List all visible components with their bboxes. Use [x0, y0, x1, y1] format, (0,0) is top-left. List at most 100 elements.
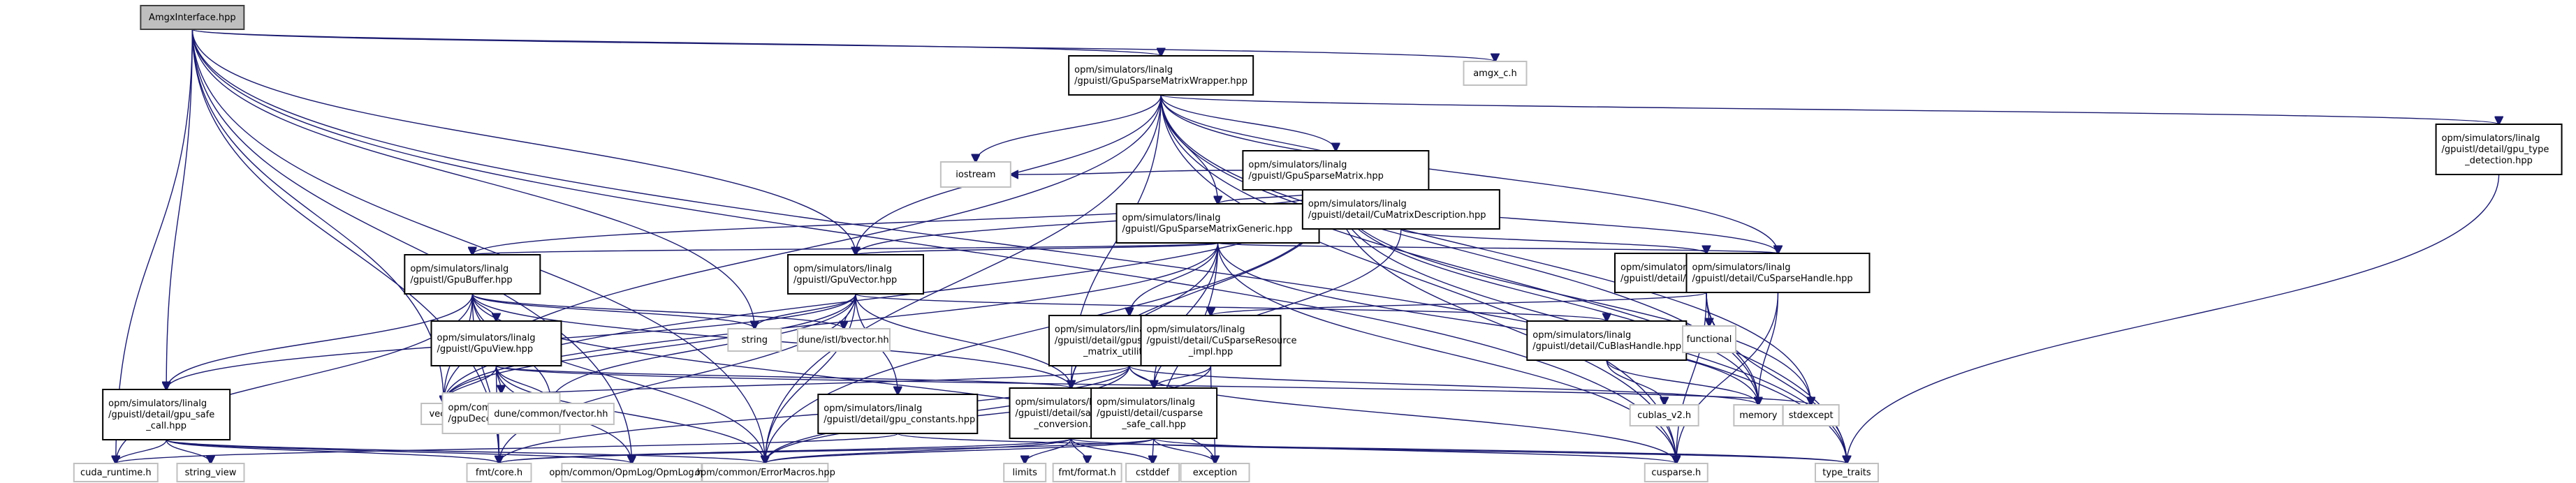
node-label-line: type_traits	[1822, 468, 1871, 478]
node-gpu_view[interactable]: opm/simulators/linalg/gpuistl/GpuView.hp…	[430, 320, 562, 366]
edge-gpu_vector-to-fvector	[551, 293, 856, 403]
edge-sparse_matrix-to-gpu_buffer	[472, 189, 1337, 255]
edge-cusparse_safe_call-to-error_macros	[765, 438, 1155, 463]
node-label-line: opm/simulators/linalg	[1248, 160, 1347, 170]
edge-root-to-vector	[191, 29, 444, 403]
node-label-line: opm/simulators/linalg	[793, 264, 892, 274]
edge-wrapper-to-type_traits	[1160, 94, 1847, 463]
node-cusparse_handle[interactable]: opm/simulators/linalg/gpuistl/detail/CuS…	[1685, 253, 1871, 293]
node-label-line: /gpuistl/GpuView.hpp	[437, 344, 533, 355]
node-gpu_type_detection[interactable]: opm/simulators/linalg/gpuistl/detail/gpu…	[2435, 124, 2563, 175]
node-wrapper[interactable]: opm/simulators/linalg/gpuistl/GpuSparseM…	[1068, 55, 1254, 96]
node-label-line: opm/simulators/linalg	[108, 399, 207, 409]
node-sparse_generic[interactable]: opm/simulators/linalg/gpuistl/GpuSparseM…	[1115, 203, 1320, 244]
node-box	[487, 403, 615, 425]
node-label-line: /gpuistl/detail/gpu_safe	[108, 410, 214, 420]
edge-safe_conversion-to-fmt_format	[1070, 438, 1088, 463]
node-label-line: opm/simulators/linalg	[437, 333, 535, 343]
node-label-line: opm/simulators/linalg	[1532, 330, 1631, 341]
node-label-line: /gpuistl/GpuVector.hpp	[793, 275, 897, 285]
node-label-line: opm/common/OpmLog/OpmLog.hpp	[549, 468, 714, 478]
node-label-line: memory	[1739, 410, 1778, 421]
node-sparse_matrix[interactable]: opm/simulators/linalg/gpuistl/GpuSparseM…	[1242, 150, 1430, 191]
edge-cusparse_safe_call-to-exception	[1153, 438, 1215, 463]
node-label-line: opm/common/ErrorMacros.hpp	[695, 468, 835, 478]
node-box	[1003, 463, 1047, 482]
node-label-line: /gpuistl/detail/gpu_type	[2442, 144, 2549, 155]
node-safe_conversion[interactable]: opm/simulators/linalg/gpuistl/detail/saf…	[1009, 387, 1134, 439]
edge-gpu_safe_call-to-string_view	[166, 439, 210, 463]
node-label-line: AmgxInterface.hpp	[149, 13, 236, 23]
node-gpu_buffer[interactable]: opm/simulators/linalg/gpuistl/GpuBuffer.…	[404, 254, 541, 295]
edge-cusparse_handle-to-cusparse_h	[1676, 292, 1779, 463]
edge-cusparse_resource_impl-to-cusparse_safe_call	[1154, 365, 1212, 388]
edge-safe_conversion-to-limits	[1025, 438, 1072, 463]
node-box	[73, 463, 159, 482]
edge-gpu_buffer-to-string	[471, 293, 754, 329]
node-box	[727, 328, 782, 352]
node-box	[1140, 315, 1282, 366]
node-fvector: dune/common/fvector.hh	[487, 403, 615, 425]
edge-cusparse_safe_call-to-fmt_core	[499, 438, 1155, 463]
node-fmt_core: fmt/core.h	[466, 463, 532, 482]
node-box	[466, 463, 532, 482]
node-label-line: limits	[1013, 468, 1038, 478]
node-box	[2435, 124, 2563, 175]
node-box	[817, 394, 979, 434]
node-cusparse_h: cusparse.h	[1644, 463, 1708, 482]
node-label-line: opm/simulators/linalg	[1097, 397, 1195, 408]
edge-gpusparse_utils-to-memory	[1129, 365, 1758, 405]
node-fmt_format: fmt/format.h	[1052, 463, 1122, 482]
node-label-line: opm/simulators/linalg	[1147, 325, 1245, 335]
node-cusparse_resource_impl[interactable]: opm/simulators/linalg/gpuistl/detail/CuS…	[1140, 315, 1297, 366]
node-box	[430, 320, 562, 366]
node-amgx_c: amgx_c.h	[1463, 61, 1528, 86]
edge-gpu_vector-to-vector	[444, 293, 856, 403]
node-label-line: /gpuistl/detail/gpu_constants.hpp	[824, 415, 975, 425]
edge-gpu_buffer-to-gpu_safe_call	[166, 293, 474, 389]
node-label-line: cstddef	[1136, 468, 1170, 478]
edge-wrapper-to-error_macros	[765, 94, 1162, 463]
node-label-line: /gpuistl/detail/CuMatrixDescription.hpp	[1308, 210, 1486, 221]
node-iostream: iostream	[939, 161, 1011, 188]
edge-root-to-type_traits	[191, 29, 1847, 463]
node-box	[1644, 463, 1708, 482]
edge-cusparse_safe_call-to-cusparse_h	[1153, 438, 1676, 463]
node-label-line: /gpuistl/detail/cusparse	[1097, 408, 1203, 419]
edge-wrapper-to-gpu_type_detection	[1160, 94, 2498, 124]
node-cu_matrix_desc[interactable]: opm/simulators/linalg/gpuistl/detail/CuM…	[1301, 189, 1500, 230]
node-layer: AmgxInterface.hpp opm/simulators/linalg/g…	[73, 5, 2563, 482]
edge-gpu_vector-to-cublas_handle	[855, 293, 1607, 321]
edge-sparse_generic-to-cusparse_handle	[1217, 242, 1778, 253]
node-label-line: /gpuistl/detail/gpusparse	[1055, 336, 1167, 346]
edge-root-to-amgx_c	[191, 29, 1495, 61]
node-label-line: _conversion.hpp	[1033, 419, 1108, 430]
node-label-line: cusparse.h	[1651, 468, 1701, 478]
edge-cublas_handle-to-cublas_v2	[1606, 359, 1664, 405]
node-gpu_constants[interactable]: opm/simulators/linalg/gpuistl/detail/gpu…	[817, 394, 979, 434]
node-root[interactable]: AmgxInterface.hpp	[140, 5, 245, 30]
node-label-line: dune/common/fvector.hh	[494, 409, 608, 419]
node-cublas_handle[interactable]: opm/simulators/linalg/gpuistl/detail/CuB…	[1526, 320, 1688, 361]
node-type_traits: type_traits	[1814, 463, 1879, 482]
node-box	[1090, 387, 1218, 439]
edge-gpu_safe_call-to-error_macros	[166, 439, 765, 463]
node-box	[102, 389, 231, 440]
node-label-line: opm/simulators/linalg	[1016, 397, 1114, 408]
node-label-line: opm/simulators/linalg	[1074, 65, 1173, 75]
node-label-line: /gpuistl/detail/CuSparseResource	[1147, 336, 1297, 346]
node-label-line: opm/simulators/linalg	[2442, 133, 2540, 144]
edge-root-to-cuda_runtime	[116, 29, 193, 463]
edge-root-to-opmlog	[191, 29, 631, 463]
edge-gpu_buffer-to-bvector	[471, 293, 844, 329]
node-stdexcept: stdexcept	[1782, 404, 1840, 426]
edge-wrapper-to-iostream	[976, 94, 1162, 162]
node-gpu_safe_call[interactable]: opm/simulators/linalg/gpuistl/detail/gpu…	[102, 389, 231, 440]
node-box	[1052, 463, 1122, 482]
node-label-line: _impl.hpp	[1188, 347, 1234, 357]
node-gpu_vector[interactable]: opm/simulators/linalg/gpuistl/GpuVector.…	[787, 254, 925, 295]
node-box	[796, 328, 891, 352]
node-label-line: amgx_c.h	[1473, 68, 1517, 79]
edge-gpusparse_utils-to-fmt_core	[499, 365, 1130, 463]
node-cusparse_safe_call[interactable]: opm/simulators/linalg/gpuistl/detail/cus…	[1090, 387, 1218, 439]
